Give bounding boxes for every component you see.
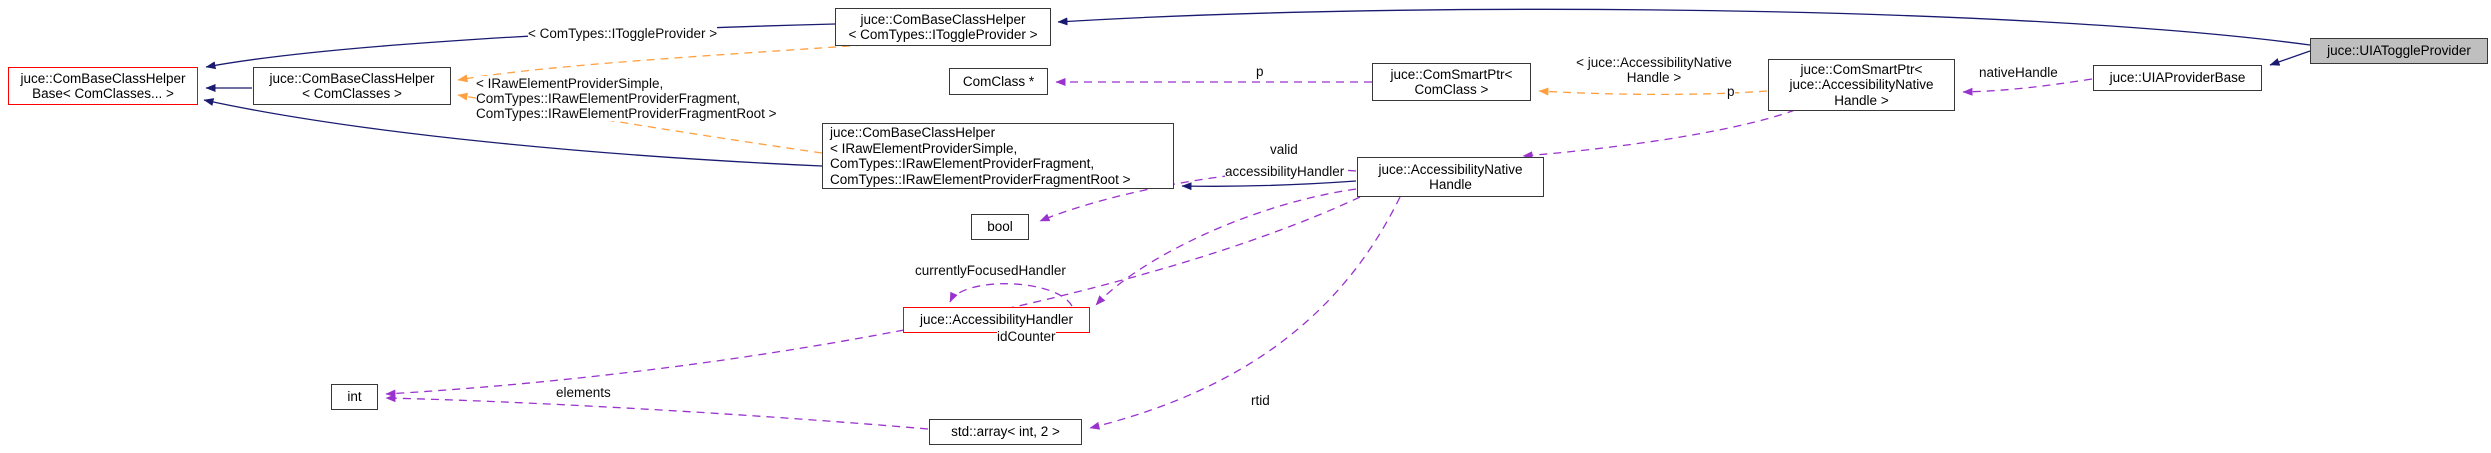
- node-line: ComTypes::IRawElementProviderFragmentRoo…: [830, 171, 1131, 187]
- node-line: juce::ComSmartPtr<: [1390, 66, 1513, 82]
- node-line: Handle >: [1834, 92, 1889, 108]
- edge-usage-currentlyfocusedhandler-selfloop: [949, 283, 1073, 307]
- edge-label-accessibilityhandler: accessibilityHandler: [1225, 164, 1345, 179]
- edge-inherit-helper-raw-to-base: [203, 98, 823, 167]
- node-line: juce::AccessibilityHandler: [919, 312, 1074, 328]
- node-comsmartptr-accessibilitynativehandle[interactable]: juce::ComSmartPtr< juce::AccessibilityNa…: [1768, 59, 1955, 111]
- edge-inherit-toggleprovider-to-helper-toggle: [1057, 8, 2311, 46]
- edge-label-valid: valid: [1270, 142, 1298, 157]
- node-line: bool: [987, 219, 1013, 235]
- edge-label-currentlyfocusedhandler: currentlyFocusedHandler: [915, 263, 1066, 278]
- node-uiaproviderbase[interactable]: juce::UIAProviderBase: [2093, 65, 2262, 91]
- edge-usage-accessibilityhandler: [1095, 188, 1357, 306]
- node-line: ComClass *: [962, 73, 1035, 89]
- node-line: juce::UIAToggleProvider: [2327, 43, 2471, 59]
- node-accessibilityhandler[interactable]: juce::AccessibilityHandler: [903, 307, 1090, 333]
- node-accessibilitynativehandle[interactable]: juce::AccessibilityNative Handle: [1357, 157, 1544, 197]
- edge-usage-idcounter: [385, 196, 1361, 398]
- edge-label-template-rawelementprovider: < IRawElementProviderSimple, ComTypes::I…: [476, 76, 777, 121]
- node-line: Handle: [1429, 177, 1472, 192]
- node-comsmartptr-comclass[interactable]: juce::ComSmartPtr< ComClass >: [1372, 63, 1531, 101]
- edge-label-rtid: rtid: [1251, 393, 1270, 408]
- edge-label-elements: elements: [556, 385, 611, 400]
- node-line: Base< ComClasses... >: [32, 86, 174, 101]
- node-line: std::array< int, 2 >: [951, 424, 1060, 440]
- edge-label-line: ComTypes::IRawElementProviderFragment,: [476, 91, 741, 106]
- node-line: juce::ComBaseClassHelper: [860, 11, 1026, 27]
- node-combaseclasshelper-rawelementprovider[interactable]: juce::ComBaseClassHelper < IRawElementPr…: [822, 123, 1174, 189]
- edge-label-nativehandle: nativeHandle: [1979, 65, 2058, 80]
- edge-usage-elements: [385, 394, 929, 430]
- edge-label-template-accessibilitynativehandle: < juce::AccessibilityNative Handle >: [1563, 55, 1745, 85]
- node-bool: bool: [971, 214, 1029, 240]
- node-line: int: [347, 389, 362, 405]
- edge-label-line: < IRawElementProviderSimple,: [476, 76, 664, 91]
- edge-inherit-toggleprovider-to-providerbase: [2269, 50, 2311, 66]
- edge-label-line: < juce::AccessibilityNative: [1576, 55, 1732, 70]
- edge-inherit-helper-toggle-to-base: [205, 23, 836, 70]
- edge-usage-rtid: [1089, 196, 1401, 430]
- edge-usage-nativehandle: [1962, 78, 2093, 96]
- edge-usage-p-handle: [1522, 109, 1796, 160]
- node-line: juce::ComBaseClassHelper: [269, 70, 435, 86]
- edge-label-idcounter: idCounter: [997, 329, 1056, 344]
- node-combaseclasshelper-comclasses[interactable]: juce::ComBaseClassHelper < ComClasses >: [253, 67, 451, 105]
- node-line: < ComTypes::IToggleProvider >: [848, 27, 1038, 42]
- edge-usage-valid: [1039, 168, 1357, 222]
- node-line: juce::AccessibilityNative: [1789, 77, 1934, 93]
- edge-template-toggle: [457, 43, 879, 83]
- edge-inherit-nativehandle-to-helper-raw: [1181, 180, 1357, 191]
- node-line: juce::UIAProviderBase: [2109, 70, 2246, 86]
- node-line: juce::ComBaseClassHelper: [20, 70, 186, 86]
- node-int: int: [331, 384, 378, 410]
- node-line: < IRawElementProviderSimple,: [830, 140, 1018, 156]
- node-line: juce::ComSmartPtr<: [1800, 61, 1923, 77]
- node-line: ComClass >: [1414, 82, 1489, 97]
- node-line: juce::ComBaseClassHelper: [830, 125, 996, 140]
- node-line: ComTypes::IRawElementProviderFragment,: [830, 156, 1095, 171]
- edge-label-p-comclass: p: [1256, 64, 1264, 79]
- node-uiatoggleprovider: juce::UIAToggleProvider: [2310, 38, 2488, 64]
- node-line: juce::AccessibilityNative: [1378, 161, 1523, 177]
- edge-label-line: ComTypes::IRawElementProviderFragmentRoo…: [476, 106, 777, 121]
- edge-label-template-toggleprovider: < ComTypes::IToggleProvider >: [528, 26, 718, 41]
- node-stdarray-int-2: std::array< int, 2 >: [929, 419, 1082, 445]
- edge-template-handle: [1538, 87, 1768, 96]
- node-line: < ComClasses >: [302, 86, 402, 101]
- edge-label-line: Handle >: [1626, 70, 1682, 85]
- node-combaseclasshelper-toggleprovider[interactable]: juce::ComBaseClassHelper < ComTypes::ITo…: [835, 8, 1051, 46]
- node-comclass-pointer: ComClass *: [949, 68, 1048, 95]
- edge-label-p-handle: p: [1727, 84, 1735, 99]
- node-combaseclasshelperbase[interactable]: juce::ComBaseClassHelper Base< ComClasse…: [8, 67, 198, 105]
